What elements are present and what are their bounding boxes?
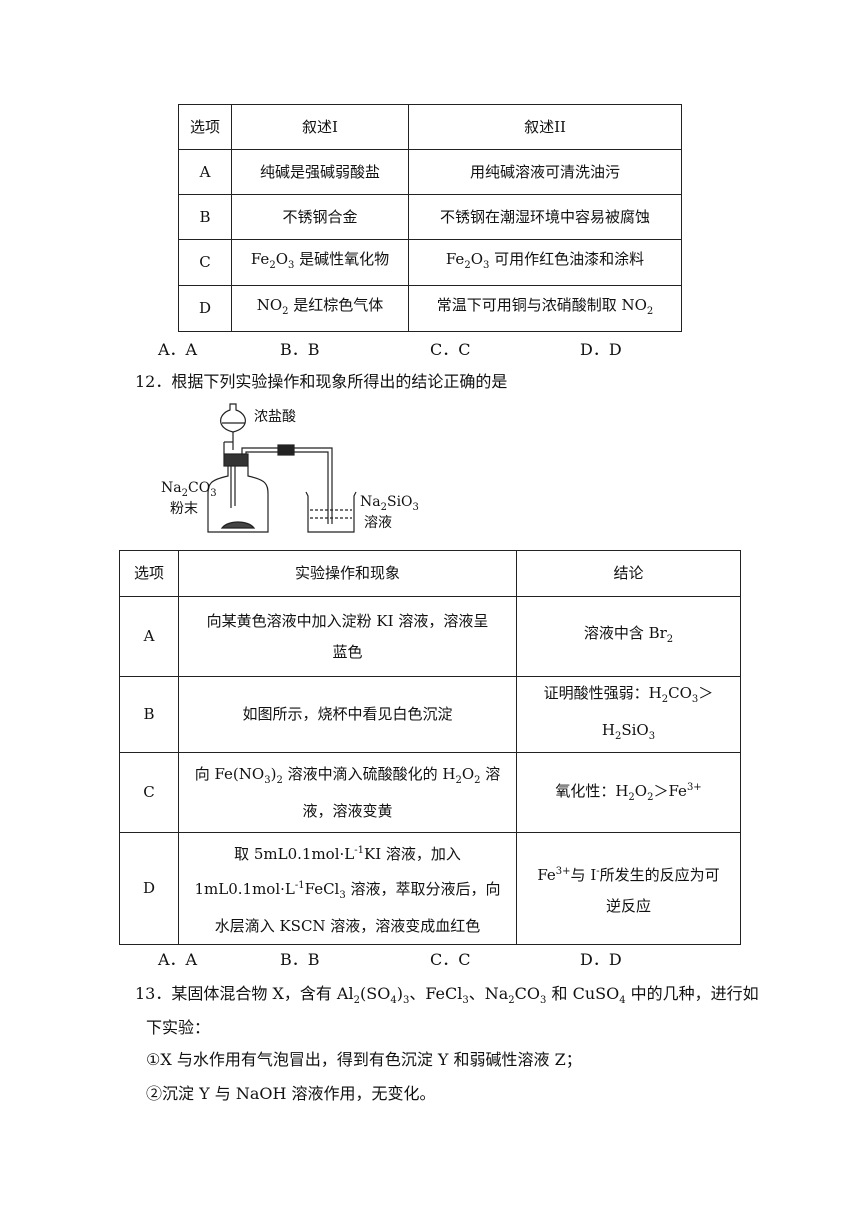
q13-line-1: 13．某固体混合物 X，含有 Al2(SO4)3、FeCl3、Na2CO3 和 … <box>135 984 759 1007</box>
q11-header-statement2: 叙述II <box>408 104 682 150</box>
label-na2sio3: Na2SiO3 <box>360 494 419 513</box>
label-conc-hcl: 浓盐酸 <box>254 409 296 425</box>
funnel-bulb <box>220 403 246 433</box>
q12-option-a[interactable]: A．A <box>158 950 198 969</box>
q11-row-a-s2: 用纯碱溶液可清洗油污 <box>408 149 682 195</box>
table-row: C 向 Fe(NO3)2 溶液中滴入硫酸酸化的 H2O2 溶 液，溶液变黄 氧化… <box>119 752 741 833</box>
q11-header-statement1: 叙述I <box>231 104 409 150</box>
label-solution: 溶液 <box>364 515 392 531</box>
q11-row-c-s2: Fe2O3 可用作红色油漆和涂料 <box>408 239 682 286</box>
q12-option-d[interactable]: D．D <box>580 950 622 969</box>
q12-row-a-option: A <box>119 596 179 677</box>
q11-option-a[interactable]: A．A <box>158 340 198 359</box>
q12-row-c-operation: 向 Fe(NO3)2 溶液中滴入硫酸酸化的 H2O2 溶 液，溶液变黄 <box>178 752 517 833</box>
q11-row-a-option: A <box>178 149 232 195</box>
q11-row-b-option: B <box>178 194 232 240</box>
q12-table: 选项 实验操作和现象 结论 A 向某黄色溶液中加入淀粉 KI 溶液，溶液呈蓝色 … <box>119 550 741 945</box>
q12-option-b[interactable]: B．B <box>280 950 320 969</box>
q12-stem: 12．根据下列实验操作和现象所得出的结论正确的是 <box>135 372 508 391</box>
label-powder: 粉末 <box>170 501 198 517</box>
table-row: A 向某黄色溶液中加入淀粉 KI 溶液，溶液呈蓝色 溶液中含 Br2 <box>119 596 741 677</box>
q11-row-b-s2: 不锈钢在潮湿环境中容易被腐蚀 <box>408 194 682 240</box>
table-row: A 纯碱是强碱弱酸盐 用纯碱溶液可清洗油污 <box>178 149 682 195</box>
q11-row-a-s1: 纯碱是强碱弱酸盐 <box>231 149 409 195</box>
q11-row-d-option: D <box>178 285 232 332</box>
beaker <box>305 491 357 533</box>
q12-row-b-option: B <box>119 676 179 753</box>
table-row: B 不锈钢合金 不锈钢在潮湿环境中容易被腐蚀 <box>178 194 682 240</box>
q12-header-operation: 实验操作和现象 <box>178 550 517 597</box>
q11-row-d-s2: 常温下可用铜与浓硝酸制取 NO2 <box>408 285 682 332</box>
q12-row-d-conclusion: Fe3+与 I-所发生的反应为可 逆反应 <box>516 832 741 945</box>
carbonate-powder <box>220 521 256 529</box>
q12-row-b-operation: 如图所示，烧杯中看见白色沉淀 <box>178 676 517 753</box>
table-row: D 取 5mL0.1mol·L-1KI 溶液，加入 1mL0.1mol·L-1F… <box>119 832 741 945</box>
q11-options: A．A B．B C．C D．D <box>0 336 860 359</box>
label-na2co3: Na2CO3 <box>161 480 217 499</box>
q11-row-c-option: C <box>178 239 232 286</box>
q11-option-d[interactable]: D．D <box>580 340 622 359</box>
q12-option-c[interactable]: C．C <box>430 950 471 969</box>
q13-line-2: 下实验： <box>146 1018 211 1037</box>
q12-row-d-option: D <box>119 832 179 945</box>
q11-table: 选项 叙述I 叙述II A 纯碱是强碱弱酸盐 用纯碱溶液可清洗油污 B 不锈钢合… <box>178 104 682 332</box>
q12-row-a-conclusion: 溶液中含 Br2 <box>516 596 741 677</box>
q11-row-b-s1: 不锈钢合金 <box>231 194 409 240</box>
reaction-bottle <box>207 466 269 533</box>
q12-row-d-operation: 取 5mL0.1mol·L-1KI 溶液，加入 1mL0.1mol·L-1FeC… <box>178 832 517 945</box>
bottle-stopper <box>223 453 249 467</box>
table-row: C Fe2O3 是碱性氧化物 Fe2O3 可用作红色油漆和涂料 <box>178 239 682 286</box>
q13-line-4: ②沉淀 Y 与 NaOH 溶液作用，无变化。 <box>146 1084 436 1103</box>
q11-row-c-s1: Fe2O3 是碱性氧化物 <box>231 239 409 286</box>
q11-option-b[interactable]: B．B <box>280 340 320 359</box>
q12-row-c-conclusion: 氧化性：H2O2＞Fe3+ <box>516 752 741 833</box>
q12-options: A．A B．B C．C D．D <box>0 946 860 969</box>
q13-line-3: ①X 与水作用有气泡冒出，得到有色沉淀 Y 和弱碱性溶液 Z； <box>146 1050 582 1069</box>
q12-header-option: 选项 <box>119 550 179 597</box>
q12-row-c-option: C <box>119 752 179 833</box>
tube-clamp <box>277 444 295 456</box>
q12-header-conclusion: 结论 <box>516 550 741 597</box>
q12-row-b-conclusion: 证明酸性强弱：H2CO3＞ H2SiO3 <box>516 676 741 753</box>
q12-apparatus-figure <box>207 403 357 533</box>
q11-option-c[interactable]: C．C <box>430 340 471 359</box>
q11-row-d-s1: NO2 是红棕色气体 <box>231 285 409 332</box>
q11-header-option: 选项 <box>178 104 232 150</box>
table-row: B 如图所示，烧杯中看见白色沉淀 证明酸性强弱：H2CO3＞ H2SiO3 <box>119 676 741 753</box>
table-row: D NO2 是红棕色气体 常温下可用铜与浓硝酸制取 NO2 <box>178 285 682 332</box>
q12-row-a-operation: 向某黄色溶液中加入淀粉 KI 溶液，溶液呈蓝色 <box>178 596 517 677</box>
